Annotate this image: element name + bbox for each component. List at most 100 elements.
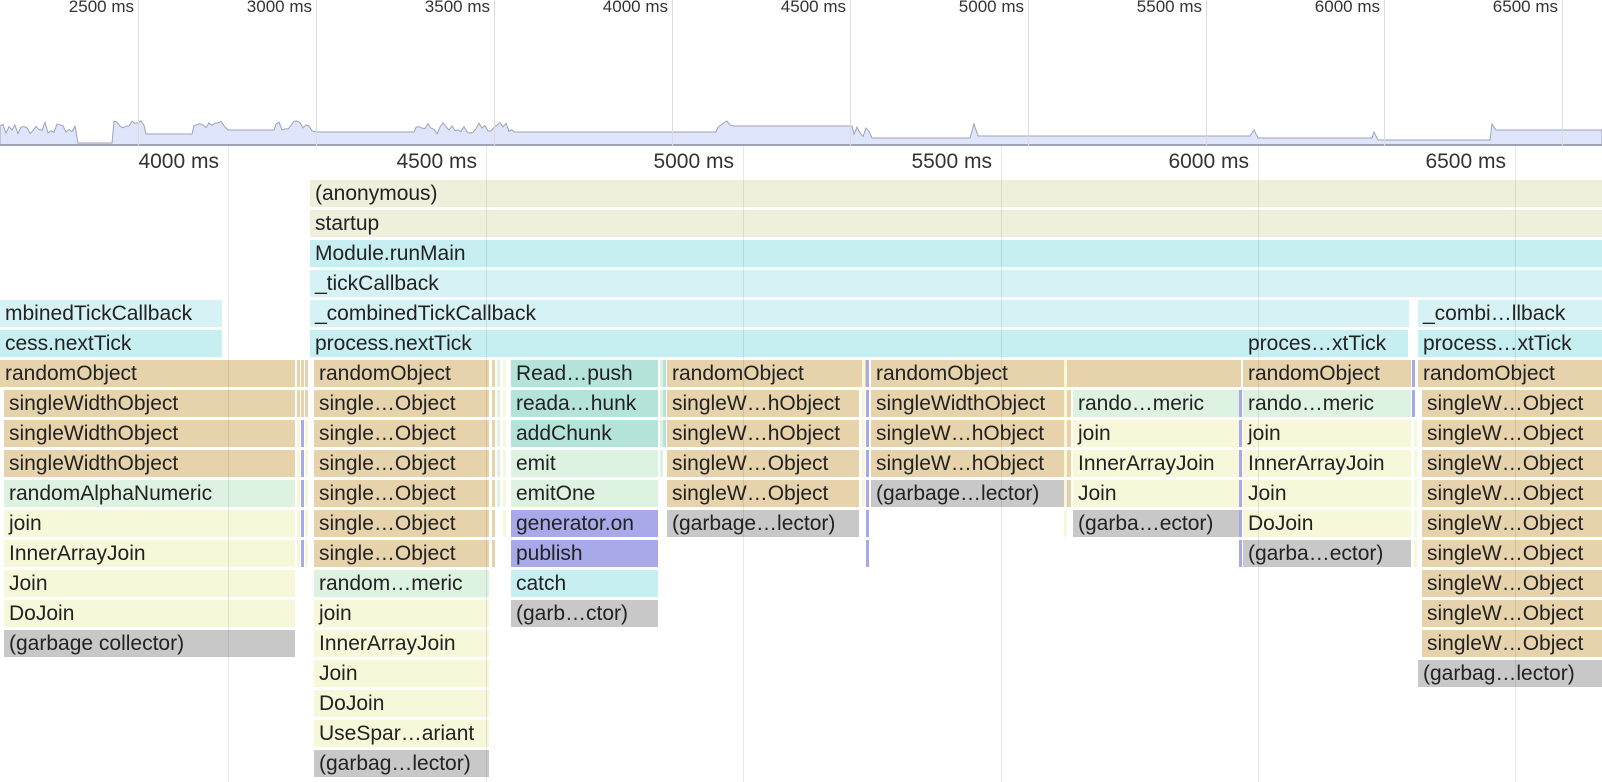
flame-sliver[interactable]: [866, 360, 869, 387]
flame-frame[interactable]: rando…meric: [1243, 390, 1411, 417]
flame-sliver[interactable]: [301, 420, 304, 447]
flame-sliver[interactable]: [492, 450, 495, 477]
flame-sliver[interactable]: [297, 390, 300, 417]
flame-frame[interactable]: proces…xtTick: [1243, 330, 1408, 357]
flame-sliver[interactable]: [492, 360, 495, 387]
flame-sliver[interactable]: [297, 420, 300, 447]
flame-sliver[interactable]: [1068, 390, 1071, 417]
flame-sliver[interactable]: [660, 390, 663, 417]
flame-frame[interactable]: single…Object: [314, 540, 489, 567]
flame-frame[interactable]: Read…push: [511, 360, 658, 387]
flame-sliver[interactable]: [503, 480, 506, 507]
flame-sliver[interactable]: [660, 360, 663, 387]
flame-sliver[interactable]: [862, 360, 865, 387]
flame-frame[interactable]: randomObject: [1418, 360, 1602, 387]
flame-frame[interactable]: join: [4, 510, 295, 537]
flame-frame[interactable]: _combinedTickCallback: [310, 300, 1409, 327]
flame-frame[interactable]: reada…hunk: [511, 390, 658, 417]
flame-frame[interactable]: generator.on: [511, 510, 658, 537]
flame-frame[interactable]: InnerArrayJoin: [4, 540, 295, 567]
flame-frame[interactable]: Join: [1073, 480, 1239, 507]
flame-sliver[interactable]: [1414, 540, 1417, 567]
flame-frame[interactable]: singleW…Object: [1422, 570, 1602, 597]
flame-frame[interactable]: single…Object: [314, 480, 489, 507]
flame-frame[interactable]: Module.runMain: [310, 240, 1602, 267]
flame-frame[interactable]: DoJoin: [4, 600, 295, 627]
flame-frame[interactable]: _tickCallback: [310, 270, 1602, 297]
flame-frame[interactable]: emit: [511, 450, 658, 477]
flame-frame[interactable]: randomObject: [871, 360, 1241, 387]
flame-frame[interactable]: InnerArrayJoin: [314, 630, 489, 657]
flame-sliver[interactable]: [301, 450, 304, 477]
flame-frame[interactable]: _combi…llback: [1418, 300, 1602, 327]
flame-frame[interactable]: mbinedTickCallback: [0, 300, 222, 327]
flame-sliver[interactable]: [1068, 420, 1071, 447]
flame-sliver[interactable]: [660, 420, 663, 447]
flame-frame[interactable]: singleW…hObject: [871, 450, 1071, 477]
flame-sliver[interactable]: [305, 480, 308, 507]
flame-frame[interactable]: randomObject: [0, 360, 295, 387]
flame-frame[interactable]: rando…meric: [1073, 390, 1239, 417]
flame-frame[interactable]: singleW…Object: [1422, 600, 1602, 627]
flame-sliver[interactable]: [305, 510, 308, 537]
flame-sliver[interactable]: [1412, 360, 1415, 387]
flame-frame[interactable]: DoJoin: [314, 690, 489, 717]
flame-frame[interactable]: randomObject: [667, 360, 869, 387]
flame-sliver[interactable]: [866, 510, 869, 537]
flame-frame[interactable]: random…meric: [314, 570, 489, 597]
flame-sliver[interactable]: [305, 360, 308, 387]
flame-frame[interactable]: randomObject: [1243, 360, 1411, 387]
flame-sliver[interactable]: [862, 450, 865, 477]
flame-frame[interactable]: join: [1073, 420, 1239, 447]
flame-sliver[interactable]: [663, 390, 666, 417]
flame-frame[interactable]: InnerArrayJoin: [1243, 450, 1411, 477]
flame-frame[interactable]: (garb…ctor): [511, 600, 658, 627]
flame-sliver[interactable]: [503, 390, 506, 417]
flame-frame[interactable]: process.nextTick: [310, 330, 1243, 357]
flame-sliver[interactable]: [1064, 510, 1067, 537]
flame-sliver[interactable]: [492, 420, 495, 447]
flame-sliver[interactable]: [497, 360, 500, 387]
flame-sliver[interactable]: [1064, 450, 1067, 477]
flame-sliver[interactable]: [866, 540, 869, 567]
flame-frame[interactable]: join: [314, 600, 489, 627]
flame-frame[interactable]: singleW…Object: [667, 450, 859, 477]
flame-sliver[interactable]: [1064, 480, 1067, 507]
flame-sliver[interactable]: [301, 390, 304, 417]
flame-frame[interactable]: (garba…ector): [1073, 510, 1239, 537]
flame-frame[interactable]: singleW…Object: [1422, 390, 1602, 417]
flame-frame[interactable]: singleW…Object: [1422, 420, 1602, 447]
flame-frame[interactable]: singleW…hObject: [871, 420, 1071, 447]
flame-sliver[interactable]: [497, 390, 500, 417]
flame-sliver[interactable]: [1239, 450, 1242, 477]
flame-sliver[interactable]: [301, 510, 304, 537]
flame-frame[interactable]: addChunk: [511, 420, 658, 447]
flame-sliver[interactable]: [866, 450, 869, 477]
flame-sliver[interactable]: [1239, 420, 1242, 447]
flame-sliver[interactable]: [297, 540, 300, 567]
flame-frame[interactable]: startup: [310, 210, 1602, 237]
flame-sliver[interactable]: [1239, 510, 1242, 537]
flame-sliver[interactable]: [503, 420, 506, 447]
flame-sliver[interactable]: [862, 390, 865, 417]
flame-sliver[interactable]: [297, 480, 300, 507]
flame-sliver[interactable]: [862, 480, 865, 507]
flame-sliver[interactable]: [305, 450, 308, 477]
flame-sliver[interactable]: [301, 360, 304, 387]
flame-frame[interactable]: single…Object: [314, 450, 489, 477]
flame-sliver[interactable]: [497, 480, 500, 507]
flame-sliver[interactable]: [663, 420, 666, 447]
flame-frame[interactable]: singleW…hObject: [667, 420, 859, 447]
flame-sliver[interactable]: [660, 450, 663, 477]
flame-frame[interactable]: Join: [314, 660, 489, 687]
flame-frame[interactable]: singleW…Object: [1422, 480, 1602, 507]
flame-frame[interactable]: InnerArrayJoin: [1073, 450, 1239, 477]
flame-sliver[interactable]: [1239, 540, 1242, 567]
flame-sliver[interactable]: [503, 510, 506, 537]
flame-frame[interactable]: singleW…Object: [1422, 450, 1602, 477]
flame-frame[interactable]: DoJoin: [1243, 510, 1411, 537]
flame-frame[interactable]: cess.nextTick: [0, 330, 222, 357]
flame-sliver[interactable]: [305, 420, 308, 447]
